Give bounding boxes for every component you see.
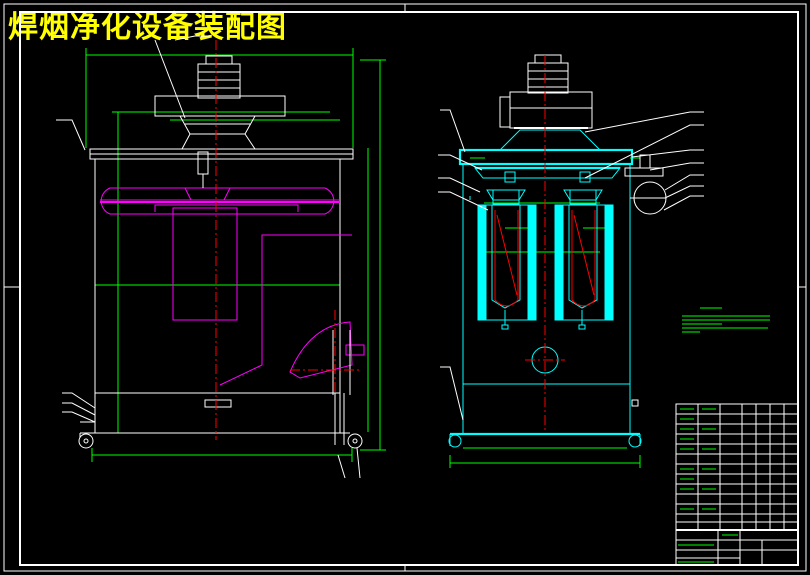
front-view-fan-motor xyxy=(154,55,286,150)
front-view xyxy=(56,35,386,479)
front-view-duct xyxy=(100,187,365,386)
technical-notes xyxy=(682,307,770,333)
front-view-center-lines xyxy=(215,40,360,440)
front-view-dimension-lines xyxy=(85,48,386,462)
front-view-fasteners xyxy=(197,151,351,395)
side-view-fan-motor xyxy=(499,54,593,129)
front-view-leaders xyxy=(56,35,361,479)
side-view xyxy=(438,54,770,468)
drawing-title: 焊烟净化设备装配图 xyxy=(8,10,287,45)
side-view-center-lines xyxy=(525,55,565,430)
side-view-intake xyxy=(624,154,667,407)
title-block xyxy=(675,403,799,566)
front-view-cabinet xyxy=(80,148,354,445)
side-view-leaders xyxy=(438,109,704,421)
title-block-entries xyxy=(678,408,738,563)
side-view-cabinet xyxy=(448,129,642,448)
sheet-frame xyxy=(3,3,807,572)
front-view-casters xyxy=(78,433,363,449)
side-view-filters xyxy=(494,210,596,307)
